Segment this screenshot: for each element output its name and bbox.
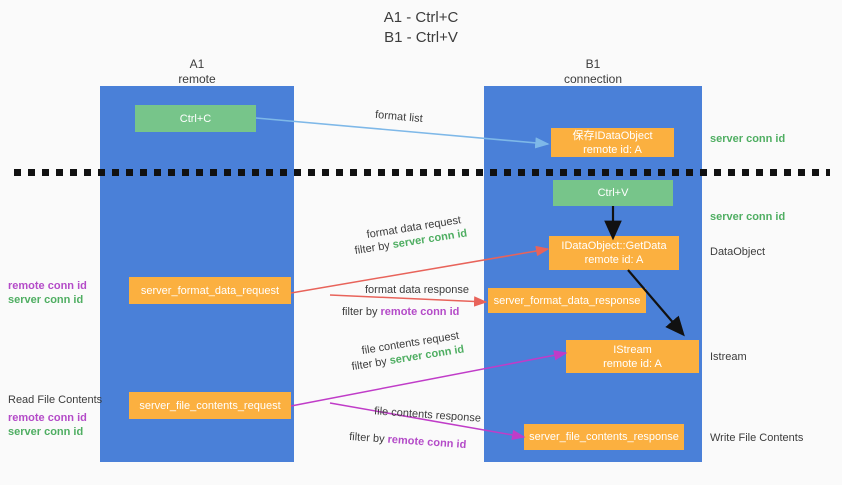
node-ctrl-v-label: Ctrl+V [597,187,629,199]
node-server-file-contents-response[interactable]: server_file_contents_response [524,424,684,450]
label-file-remote-conn-id: remote conn id [8,412,87,424]
node-idataobject-getdata-line1: IDataObject::GetData [561,240,667,252]
filter-key: remote conn id [387,433,467,452]
edge-label-file-contents-response: file contents response [373,405,482,425]
lane-b1-sub: connection [563,72,623,86]
label-read-file-contents: Read File Contents [8,394,103,406]
label-dataobject: DataObject [710,246,766,258]
filter-prefix: filter by [342,306,381,318]
node-istream-line2: remote id: A [603,357,662,370]
label-file-server-conn-id: server conn id [8,426,84,438]
node-server-format-data-request-label: server_format_data_request [140,284,280,297]
node-idataobject-store[interactable]: 保存IDataObject remote id: A [551,128,674,157]
filter-prefix: filter by [350,355,391,374]
edge-label-format-data-response: format data response [365,284,469,296]
node-idataobject-getdata-line2: remote id: A [584,254,644,266]
filter-prefix: filter by [348,430,389,446]
node-server-file-contents-response-label: server_file_contents_response [529,431,679,443]
node-idataobject-store-line1: 保存IDataObject [572,129,653,142]
label-server-conn-id-mid: server conn id [710,211,786,223]
node-istream[interactable]: IStream remote id: A [566,340,699,373]
filter-prefix: filter by [353,239,394,258]
node-ctrl-c-label: Ctrl+C [179,112,212,125]
lane-a1-name: A1 [189,57,205,71]
node-idataobject-getdata[interactable]: IDataObject::GetData remote id: A [549,236,679,270]
title-line-2: B1 - Ctrl+V [384,29,458,46]
edge-label-file-contents-response-filter: filter by remote conn id [349,430,467,453]
label-server-conn-id-top: server conn id [710,133,786,145]
node-ctrl-c[interactable]: Ctrl+C [135,105,256,132]
lane-b1-name: B1 [585,57,601,71]
node-idataobject-store-line2: remote id: A [583,143,642,156]
node-server-file-contents-request-label: server_file_contents_request [139,399,281,412]
page-title: A1 - Ctrl+C B1 - Ctrl+V [0,8,842,48]
lane-a1-header: A1 remote [100,57,294,87]
node-server-format-data-response-label: server_format_data_response [493,294,641,307]
label-write-file-contents: Write File Contents [710,432,804,444]
label-format-server-conn-id: server conn id [8,294,84,306]
node-istream-line1: IStream [613,343,652,356]
node-server-format-data-response[interactable]: server_format_data_response [488,288,646,313]
label-format-remote-conn-id: remote conn id [8,280,87,292]
filter-key: remote conn id [380,306,460,318]
label-istream: Istream [710,351,747,363]
node-server-format-data-request[interactable]: server_format_data_request [129,277,291,304]
title-line-1: A1 - Ctrl+C [383,9,459,26]
lane-a1-sub: remote [178,72,216,86]
lane-b1-header: B1 connection [484,57,702,87]
node-server-file-contents-request[interactable]: server_file_contents_request [129,392,291,419]
trust-boundary-divider [14,169,830,176]
edge-label-format-data-response-filter: filter by remote conn id [342,305,459,320]
edge-label-format-list: format list [374,108,424,126]
node-ctrl-v[interactable]: Ctrl+V [553,180,673,206]
